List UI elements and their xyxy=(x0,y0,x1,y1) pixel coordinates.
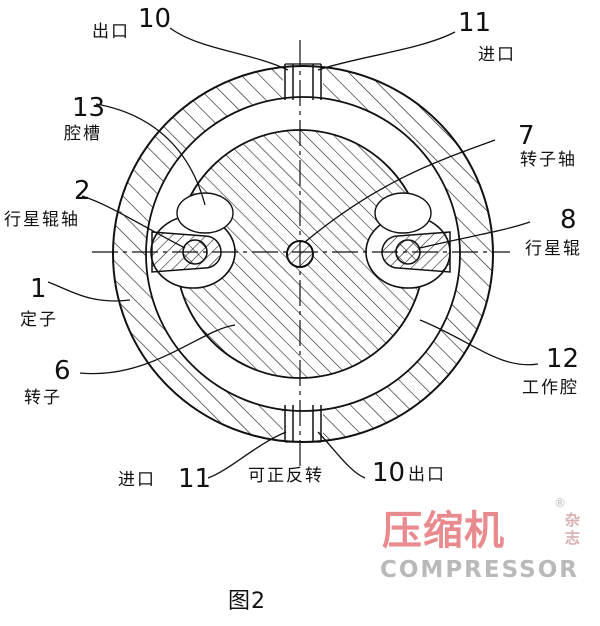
label-number-11-bottom: 11 xyxy=(178,466,211,492)
label-rotor-shaft: 转子轴 xyxy=(520,152,577,169)
label-number-6: 6 xyxy=(54,358,71,384)
label-outlet-top: 出口 xyxy=(92,24,130,41)
label-number-13: 13 xyxy=(72,95,105,121)
label-number-2: 2 xyxy=(74,178,91,204)
label-working-chamber: 工作腔 xyxy=(522,380,579,397)
label-number-12: 12 xyxy=(546,346,579,372)
figure-caption: 图2 xyxy=(228,591,266,613)
label-number-10-top: 10 xyxy=(138,6,171,32)
label-reversible: 可正反转 xyxy=(248,468,324,485)
label-planet-roller: 行星辊 xyxy=(525,241,582,258)
label-number-8: 8 xyxy=(560,207,577,233)
watermark-registered-mark: ® xyxy=(554,497,566,509)
label-inlet-bottom: 进口 xyxy=(118,472,156,489)
label-number-7: 7 xyxy=(518,123,535,149)
label-stator: 定子 xyxy=(20,312,58,329)
label-number-1: 1 xyxy=(30,276,47,302)
watermark-chinese: 压缩机 xyxy=(382,511,505,551)
label-outlet-bottom: 出口 xyxy=(408,467,446,484)
label-number-11-top: 11 xyxy=(458,10,491,36)
label-inlet-top: 进口 xyxy=(478,47,516,64)
watermark-english: COMPRESSOR xyxy=(380,559,579,582)
label-planet-roller-shaft: 行星辊轴 xyxy=(4,212,80,229)
watermark-small-char-2: 志 xyxy=(565,531,580,547)
label-rotor: 转子 xyxy=(24,390,62,407)
watermark-small-char-1: 杂 xyxy=(565,513,580,529)
label-number-10-bottom: 10 xyxy=(372,460,405,486)
label-cavity-groove: 腔槽 xyxy=(64,126,102,143)
